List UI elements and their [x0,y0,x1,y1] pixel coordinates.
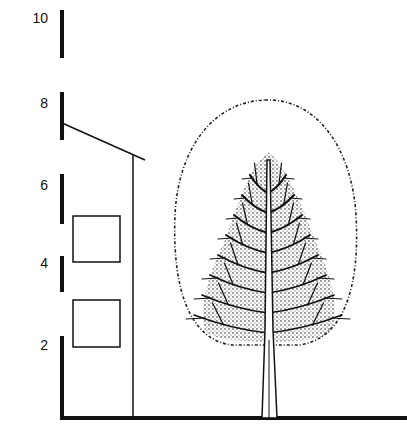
tree-trunk [262,160,277,418]
scale-number: 8 [40,95,48,111]
house [62,123,145,418]
scale-number: 4 [40,255,48,271]
scale-number: 6 [40,177,48,193]
ground-line [60,416,407,420]
height-scale [60,10,64,420]
scale-number: 10 [32,10,48,26]
trunk-line [269,340,270,418]
scale-number: 2 [40,337,48,353]
